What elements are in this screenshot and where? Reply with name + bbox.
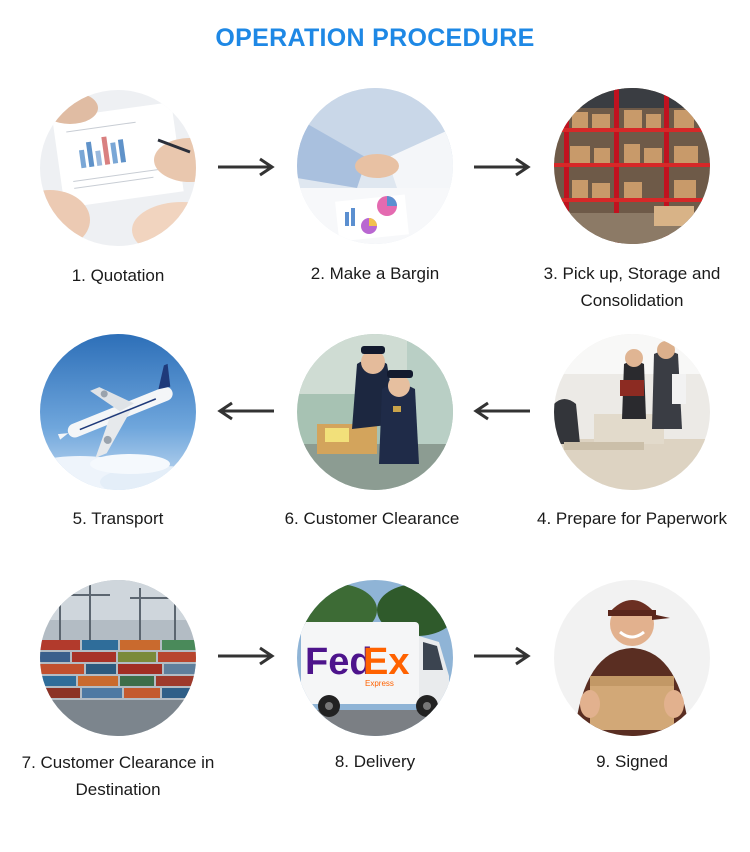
arrow-right-icon: [472, 157, 532, 177]
step-label-4: 4. Prepare for Paperwork: [537, 509, 727, 528]
delivery-van-photo: Fed Ex Express: [297, 580, 453, 736]
handshake-photo: [297, 88, 453, 244]
courier-box-photo: [554, 580, 710, 736]
step-label-1: 1. Quotation: [71, 266, 165, 285]
fedex-logo-ex: Ex: [363, 641, 409, 683]
arrow-right-icon: [472, 646, 532, 666]
arrow-right-icon: [216, 157, 276, 177]
warehouse-photo: [554, 88, 710, 244]
arrow-left-icon: [216, 401, 276, 421]
airplane-photo: [40, 334, 196, 490]
step-label-6: 6. Customer Clearance: [284, 509, 460, 528]
fedex-logo-express: Express: [365, 679, 394, 688]
quotation-photo: [40, 90, 196, 246]
container-port-photo: [40, 580, 196, 736]
page-title: OPERATION PROCEDURE: [215, 24, 535, 52]
step-label-9: 9. Signed: [596, 752, 668, 771]
step-label-5: 5. Transport: [72, 509, 164, 528]
step-label-8: 8. Delivery: [334, 752, 416, 771]
step-label-3: 3. Pick up, Storage and Consolidation: [543, 264, 721, 310]
office-paperwork-photo: [554, 334, 710, 490]
customs-officers-photo: [297, 334, 453, 490]
step-label-2: 2. Make a Bargin: [310, 264, 440, 283]
arrow-left-icon: [472, 401, 532, 421]
arrow-right-icon: [216, 646, 276, 666]
fedex-logo-fed: Fed: [305, 641, 373, 683]
step-label-7: 7. Customer Clearance in Destination: [21, 753, 215, 799]
